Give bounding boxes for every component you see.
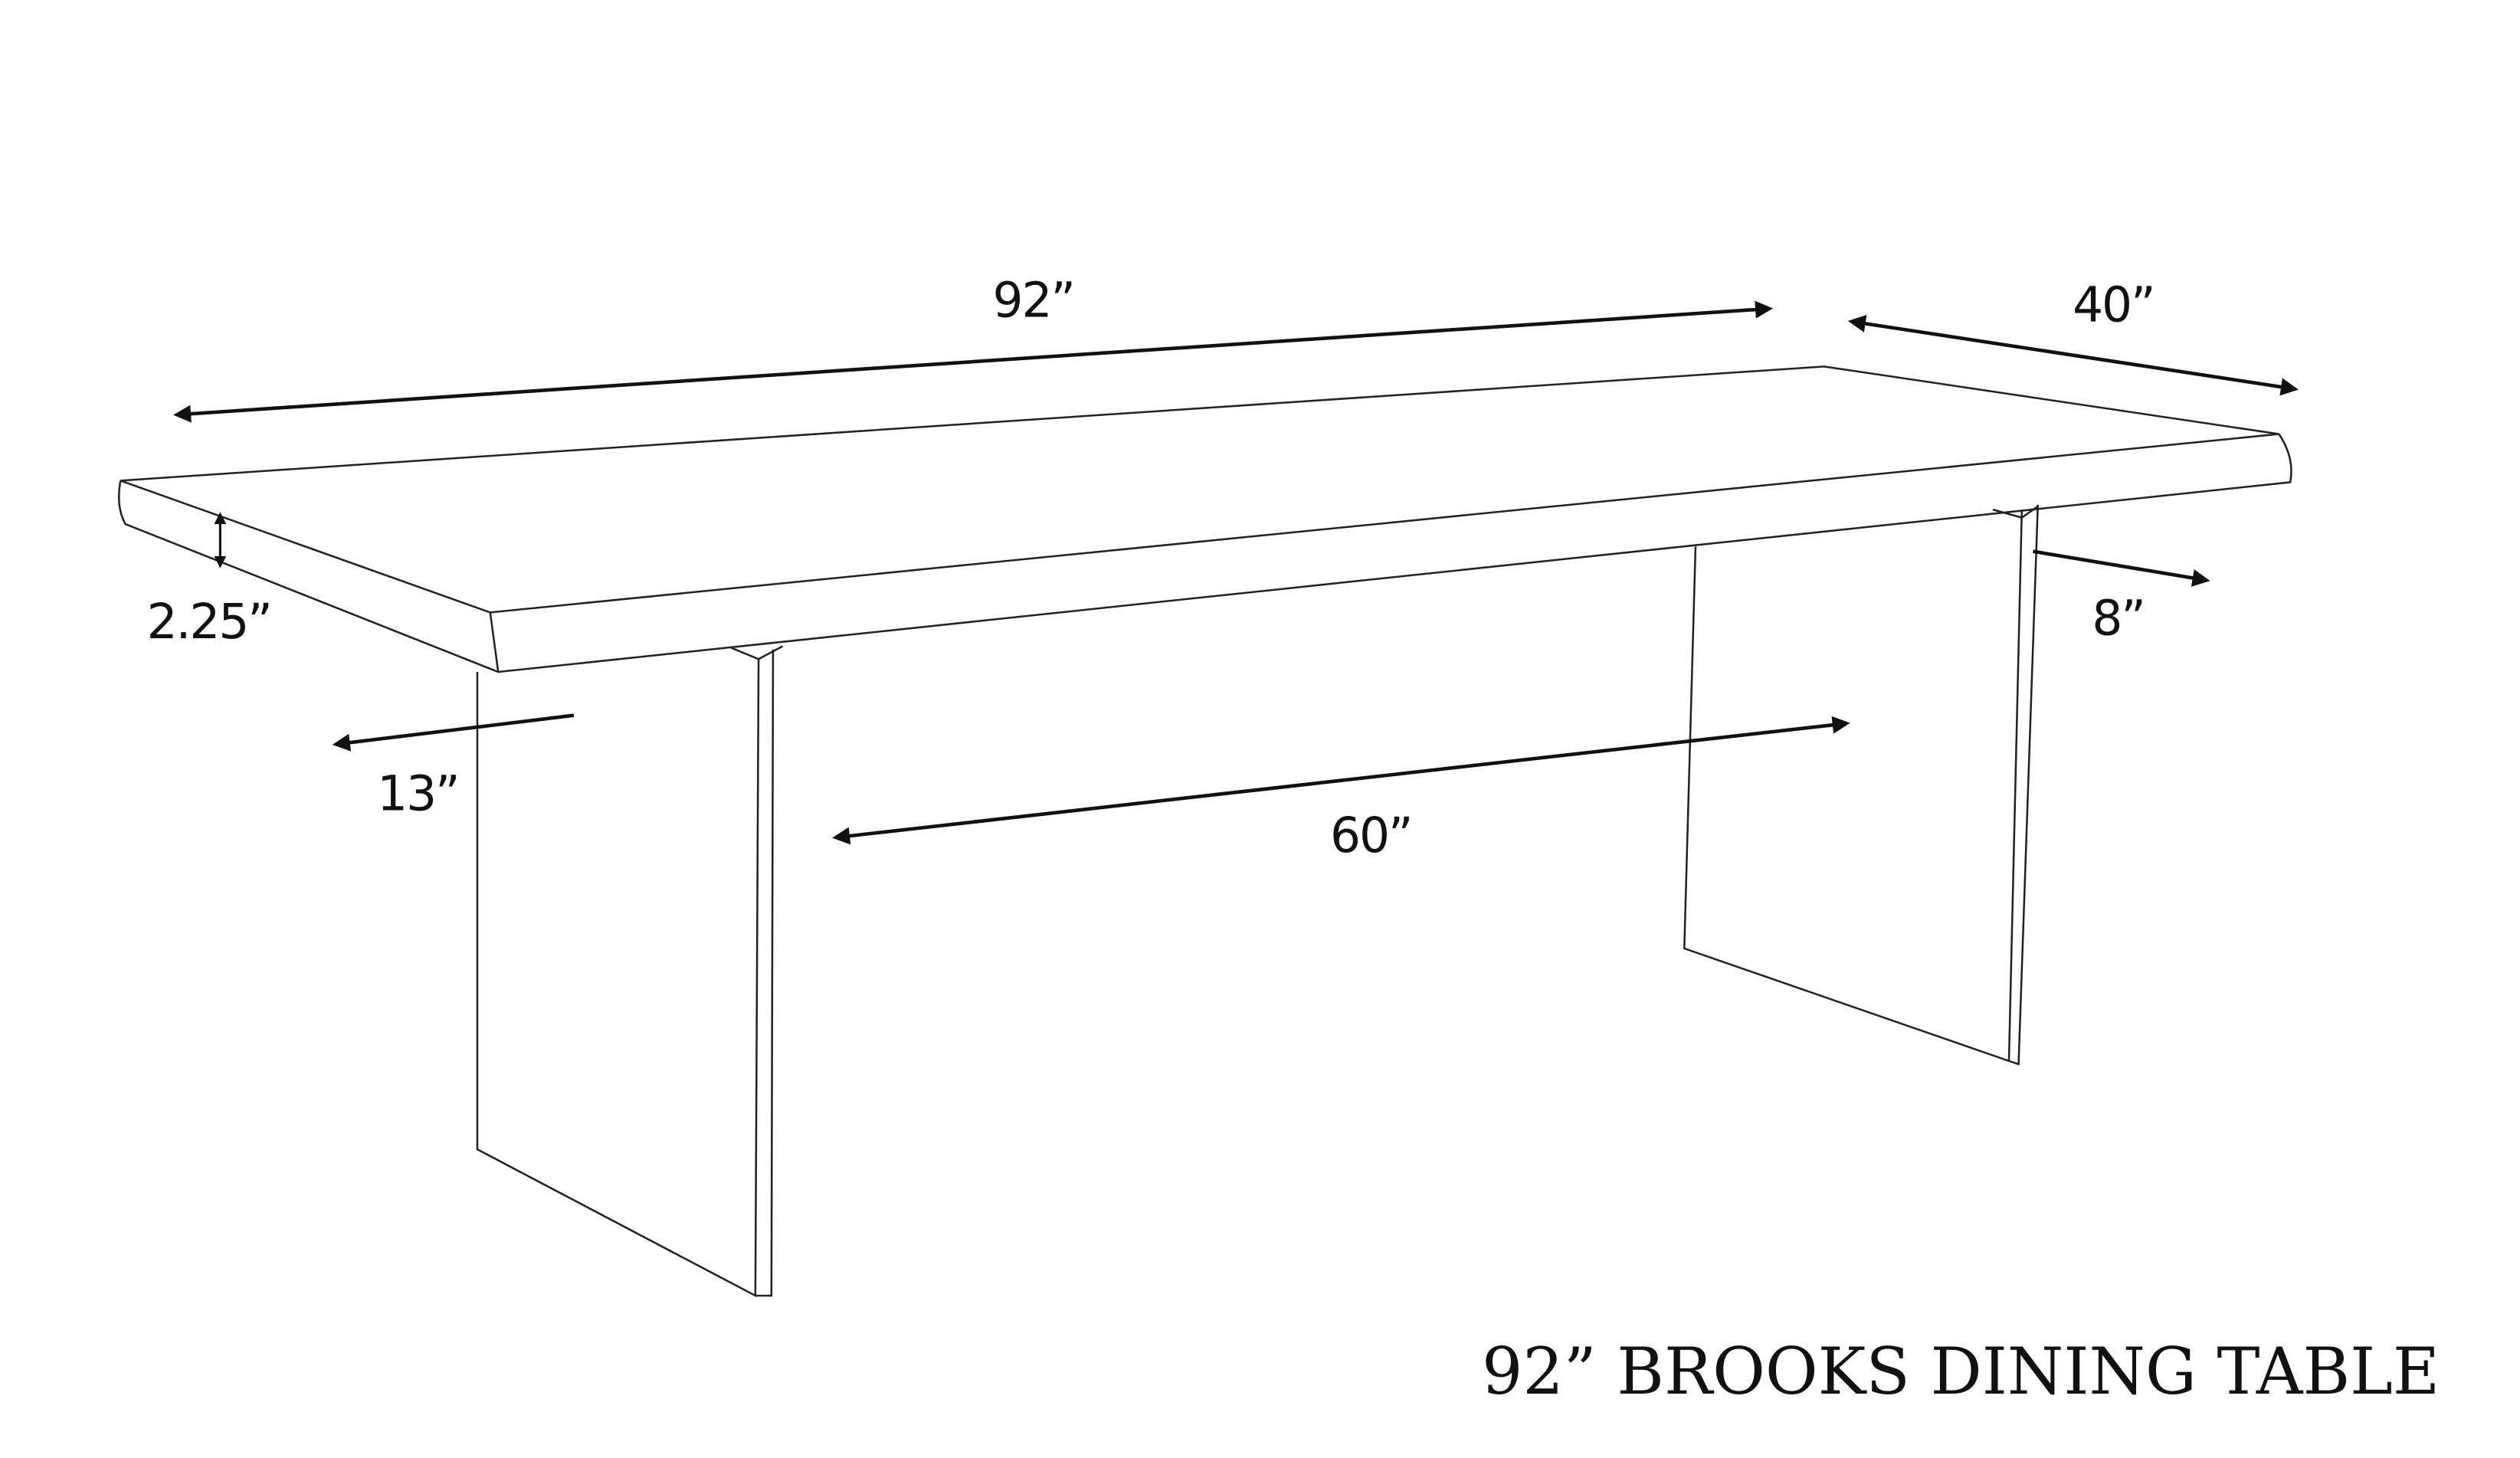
left-inset-label: 13” [377,765,458,821]
right-leg [1683,504,2039,1066]
length-arrow [173,300,1774,423]
diagram-title: 92” BROOKS DINING TABLE [1482,1334,2440,1409]
tabletop [117,365,2292,673]
depth-arrow [1847,314,2299,396]
left-inset-arrow [332,713,575,752]
between-legs-label: 60” [1330,808,1411,863]
right-inset-arrow [2033,549,2210,587]
dimension-arrows [173,300,2299,845]
left-leg [476,645,784,1298]
length-label: 92” [993,272,1074,328]
depth-label: 40” [2073,277,2154,333]
between-legs-arrow [832,716,1850,845]
thickness-label: 2.25” [147,594,271,650]
right-inset-label: 8” [2092,591,2144,647]
